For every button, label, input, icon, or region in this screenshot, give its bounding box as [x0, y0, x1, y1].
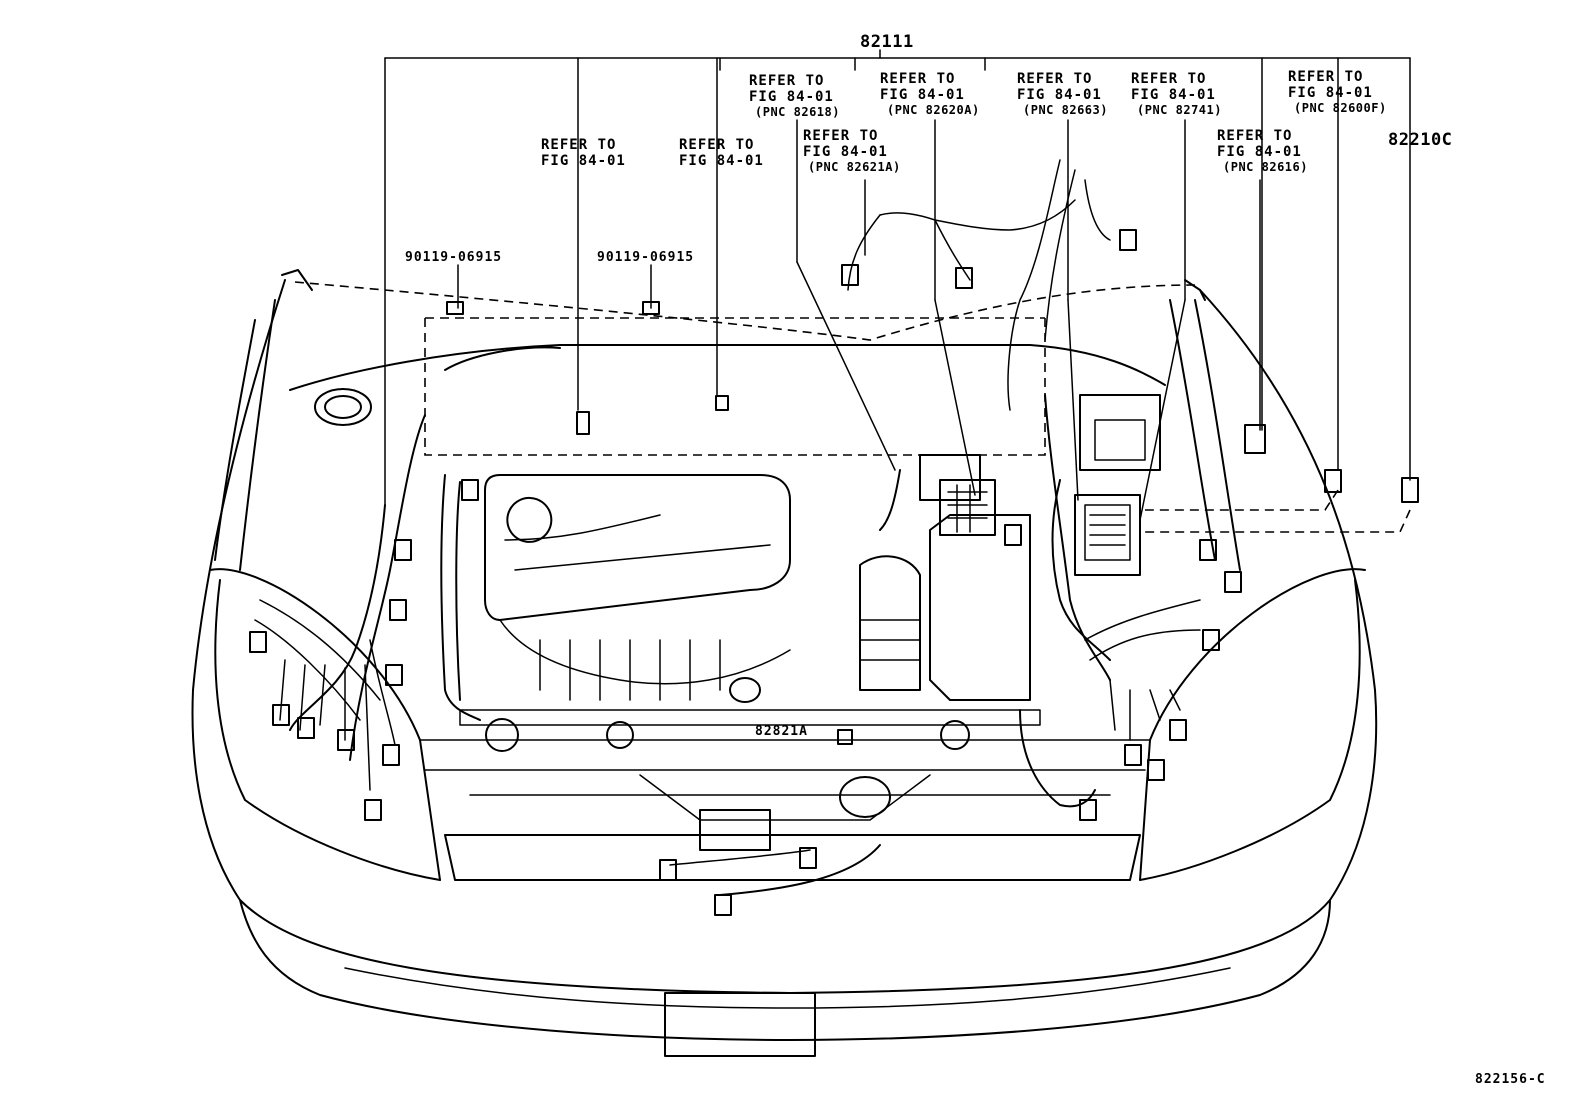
reference-pnc: (PNC 82620A)	[887, 103, 980, 117]
reference-line: REFER TO	[1131, 71, 1207, 87]
reference-pnc: (PNC 82600F)	[1294, 101, 1387, 115]
reference-line: REFER TO	[541, 137, 617, 153]
reference-figure: FIG 84-01	[803, 144, 888, 160]
reference-figure: FIG 84-01	[541, 153, 626, 169]
wire-harness	[254, 159, 1201, 896]
ground-part-number: 82821A	[755, 724, 808, 739]
side-part-number: 82210C	[1388, 130, 1453, 150]
reference-leaders	[457, 119, 1261, 521]
right-leader-dashes	[1145, 489, 1411, 533]
reference-pnc: (PNC 82616)	[1223, 160, 1308, 174]
reference-pnc: (PNC 82618)	[755, 105, 840, 119]
reference-figure: FIG 84-01	[749, 89, 834, 105]
reference-figure: FIG 84-01	[1017, 87, 1102, 103]
reference-pnc: (PNC 82663)	[1023, 103, 1108, 117]
main-part-bracket	[384, 49, 1411, 506]
reference-figure: FIG 84-01	[1288, 85, 1373, 101]
reference-pnc: (PNC 82741)	[1137, 103, 1222, 117]
reference-line: REFER TO	[803, 128, 879, 144]
reference-line: REFER TO	[1217, 128, 1293, 144]
reference-figure: FIG 84-01	[1217, 144, 1302, 160]
clip-part-number-right: 90119-06915	[597, 250, 695, 265]
reference-line: REFER TO	[749, 73, 825, 89]
engine-bay	[289, 301, 1419, 851]
main-part-number: 82111	[860, 32, 914, 52]
reference-line: REFER TO	[679, 137, 755, 153]
reference-line: REFER TO	[1017, 71, 1093, 87]
reference-figure: FIG 84-01	[1131, 87, 1216, 103]
reference-figure: FIG 84-01	[880, 87, 965, 103]
car-body	[191, 279, 1378, 1057]
figure-code: 822156-C	[1475, 1072, 1546, 1087]
reference-line: REFER TO	[1288, 69, 1364, 85]
reference-pnc: (PNC 82621A)	[808, 160, 901, 174]
connectors	[249, 229, 1242, 916]
clip-part-number-left: 90119-06915	[405, 250, 503, 265]
reference-figure: FIG 84-01	[679, 153, 764, 169]
reference-line: REFER TO	[880, 71, 956, 87]
